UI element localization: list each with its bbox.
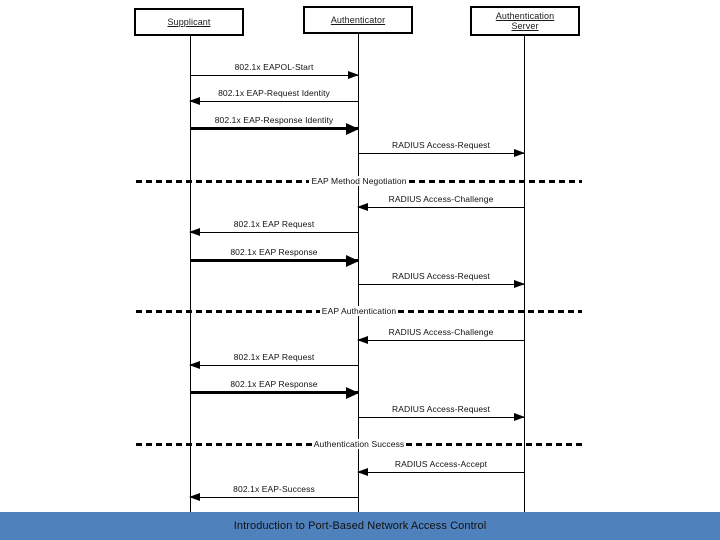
arrowhead-icon bbox=[189, 97, 200, 105]
message-line bbox=[190, 259, 358, 262]
message-line bbox=[358, 417, 524, 418]
message-label: 802.1x EAP-Request Identity bbox=[218, 88, 330, 98]
arrowhead-icon bbox=[357, 203, 368, 211]
arrowhead-icon bbox=[189, 493, 200, 501]
lifeline-authentication-server bbox=[524, 36, 525, 512]
dashed-line-right bbox=[406, 442, 582, 446]
message-line bbox=[358, 284, 524, 285]
arrowhead-icon bbox=[514, 413, 525, 421]
arrowhead-icon bbox=[346, 122, 359, 135]
dashed-line-left bbox=[136, 309, 320, 313]
message-line bbox=[190, 75, 358, 76]
arrowhead-icon bbox=[346, 254, 359, 267]
actor-box-authentication-server: Authentication Server bbox=[470, 6, 580, 36]
slide-footer: Introduction to Port-Based Network Acces… bbox=[0, 512, 720, 540]
message-label: 802.1x EAP Response bbox=[230, 379, 318, 389]
message-label: RADIUS Access-Accept bbox=[394, 459, 488, 469]
message-line bbox=[358, 472, 524, 473]
dashed-line-right bbox=[398, 309, 583, 313]
message-label: 802.1x EAP Response bbox=[230, 247, 318, 257]
message-label: RADIUS Access-Challenge bbox=[388, 194, 494, 204]
arrowhead-icon bbox=[189, 361, 200, 369]
message-label: 802.1x EAP-Success bbox=[233, 484, 315, 494]
message-label: RADIUS Access-Challenge bbox=[388, 327, 494, 337]
message-label: 802.1x EAP-Response Identity bbox=[214, 115, 334, 125]
arrowhead-icon bbox=[346, 386, 359, 399]
message-line bbox=[190, 101, 358, 102]
phase-label: EAP Method Negotiation bbox=[309, 176, 409, 186]
phase-label: EAP Authentication bbox=[319, 306, 399, 316]
message-label: 802.1x EAP Request bbox=[233, 352, 315, 362]
actor-label-authenticator: Authenticator bbox=[330, 14, 386, 25]
message-label: 802.1x EAP Request bbox=[233, 219, 315, 229]
message-line bbox=[358, 153, 524, 154]
arrowhead-icon bbox=[514, 149, 525, 157]
actor-box-supplicant: Supplicant bbox=[134, 8, 244, 36]
message-label: 802.1x EAPOL-Start bbox=[234, 62, 314, 72]
dashed-line-left bbox=[136, 442, 312, 446]
message-line bbox=[358, 340, 524, 341]
footer-text: Introduction to Port-Based Network Acces… bbox=[233, 520, 487, 532]
message-line bbox=[358, 207, 524, 208]
lifeline-supplicant bbox=[190, 36, 191, 512]
arrowhead-icon bbox=[357, 336, 368, 344]
message-label: RADIUS Access-Request bbox=[392, 404, 490, 414]
actor-box-authenticator: Authenticator bbox=[303, 6, 413, 34]
arrowhead-icon bbox=[357, 468, 368, 476]
dashed-line-right bbox=[408, 179, 583, 183]
arrowhead-icon bbox=[348, 71, 359, 79]
actor-label-authentication-server: Authentication Server bbox=[495, 10, 555, 31]
message-line bbox=[190, 365, 358, 366]
message-line bbox=[190, 232, 358, 233]
dashed-line-left bbox=[136, 179, 310, 183]
message-line bbox=[190, 391, 358, 394]
actor-label-supplicant: Supplicant bbox=[167, 16, 211, 27]
arrowhead-icon bbox=[189, 228, 200, 236]
message-line bbox=[190, 497, 358, 498]
lifeline-authenticator bbox=[358, 34, 359, 512]
message-line bbox=[190, 127, 358, 130]
arrowhead-icon bbox=[514, 280, 525, 288]
message-label: RADIUS Access-Request bbox=[392, 140, 490, 150]
message-label: RADIUS Access-Request bbox=[392, 271, 490, 281]
phase-label: Authentication Success bbox=[311, 439, 407, 449]
